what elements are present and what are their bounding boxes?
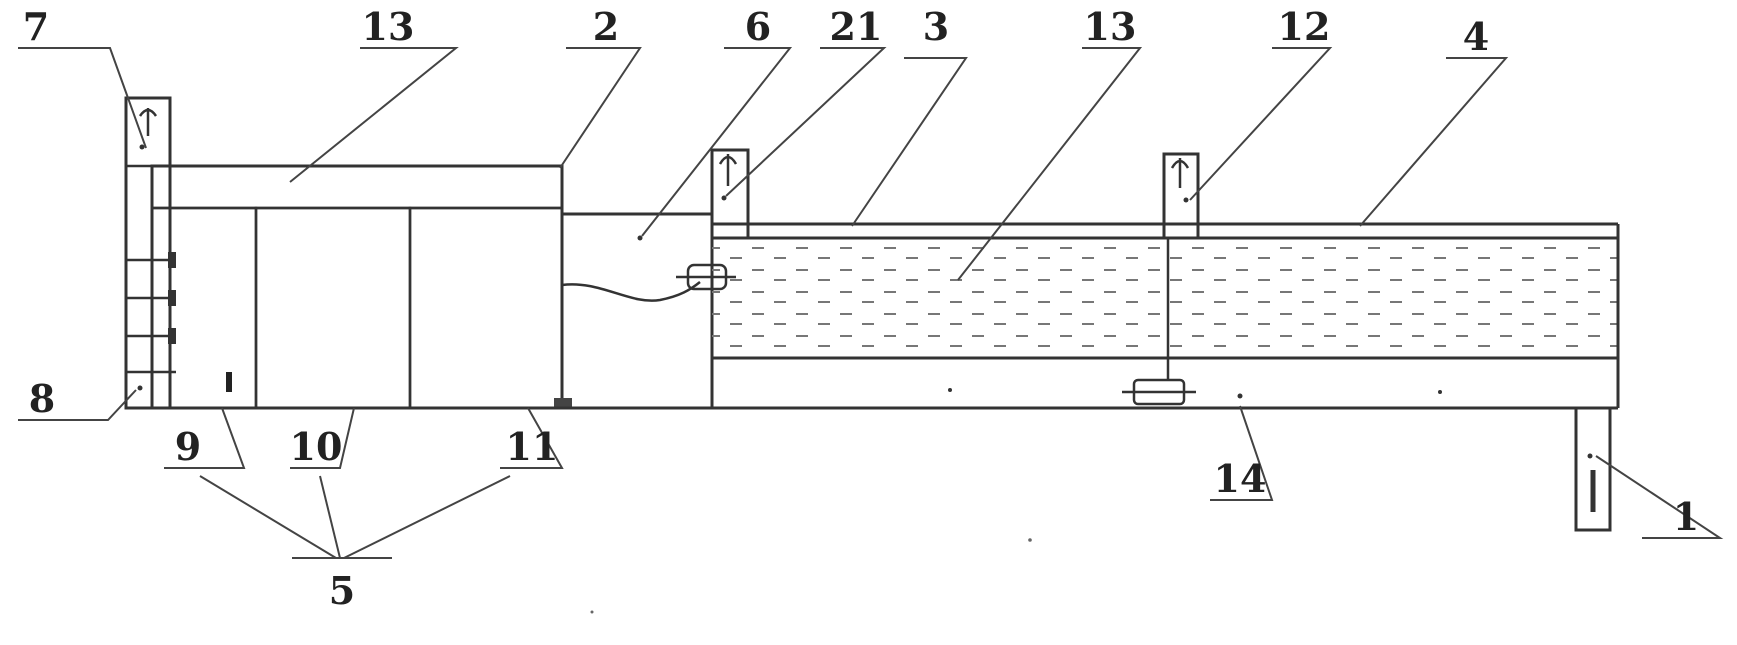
connecting-tube [561,281,701,302]
top-water-layer [150,164,564,210]
top-probe-icon [138,108,158,136]
probe-12-icon [1170,158,1190,188]
drain-nub [554,398,572,408]
filter-media-circles [150,206,258,410]
filter-media-triangles [254,206,412,410]
outlet-1 [1574,406,1612,532]
label-10: 10 [290,424,343,469]
label-12: 12 [1278,4,1331,49]
leader-lines [18,47,1724,559]
probe-21 [710,148,750,240]
label-13-right: 13 [1084,4,1137,49]
filter-tank [150,164,572,410]
inlet-column-body [124,96,172,410]
main-water-layer [712,238,1618,358]
label-2: 2 [593,4,619,49]
filter-media-dense [408,206,564,410]
label-13-left: 13 [362,4,415,49]
label-4: 4 [1463,14,1489,59]
label-11: 11 [506,424,559,469]
probe-12-box [1162,152,1200,240]
label-8: 8 [29,376,55,421]
label-7: 7 [23,4,49,49]
filter-tank-outline [150,164,564,410]
label-21: 21 [830,4,883,49]
label-1: 1 [1673,494,1699,539]
labels: 7 13 2 6 21 3 13 12 4 8 9 10 11 14 1 5 [23,4,1699,613]
label-14: 14 [1214,456,1267,501]
label-3: 3 [923,4,949,49]
connection-chamber [561,212,736,408]
label-5: 5 [329,568,355,613]
probe-12 [1122,152,1200,406]
probe-21-icon [718,154,738,186]
outlet-box [1574,406,1612,532]
probe-21-box [710,148,750,240]
label-9: 9 [175,424,201,469]
label-6: 6 [745,4,771,49]
main-tank [712,222,1620,408]
